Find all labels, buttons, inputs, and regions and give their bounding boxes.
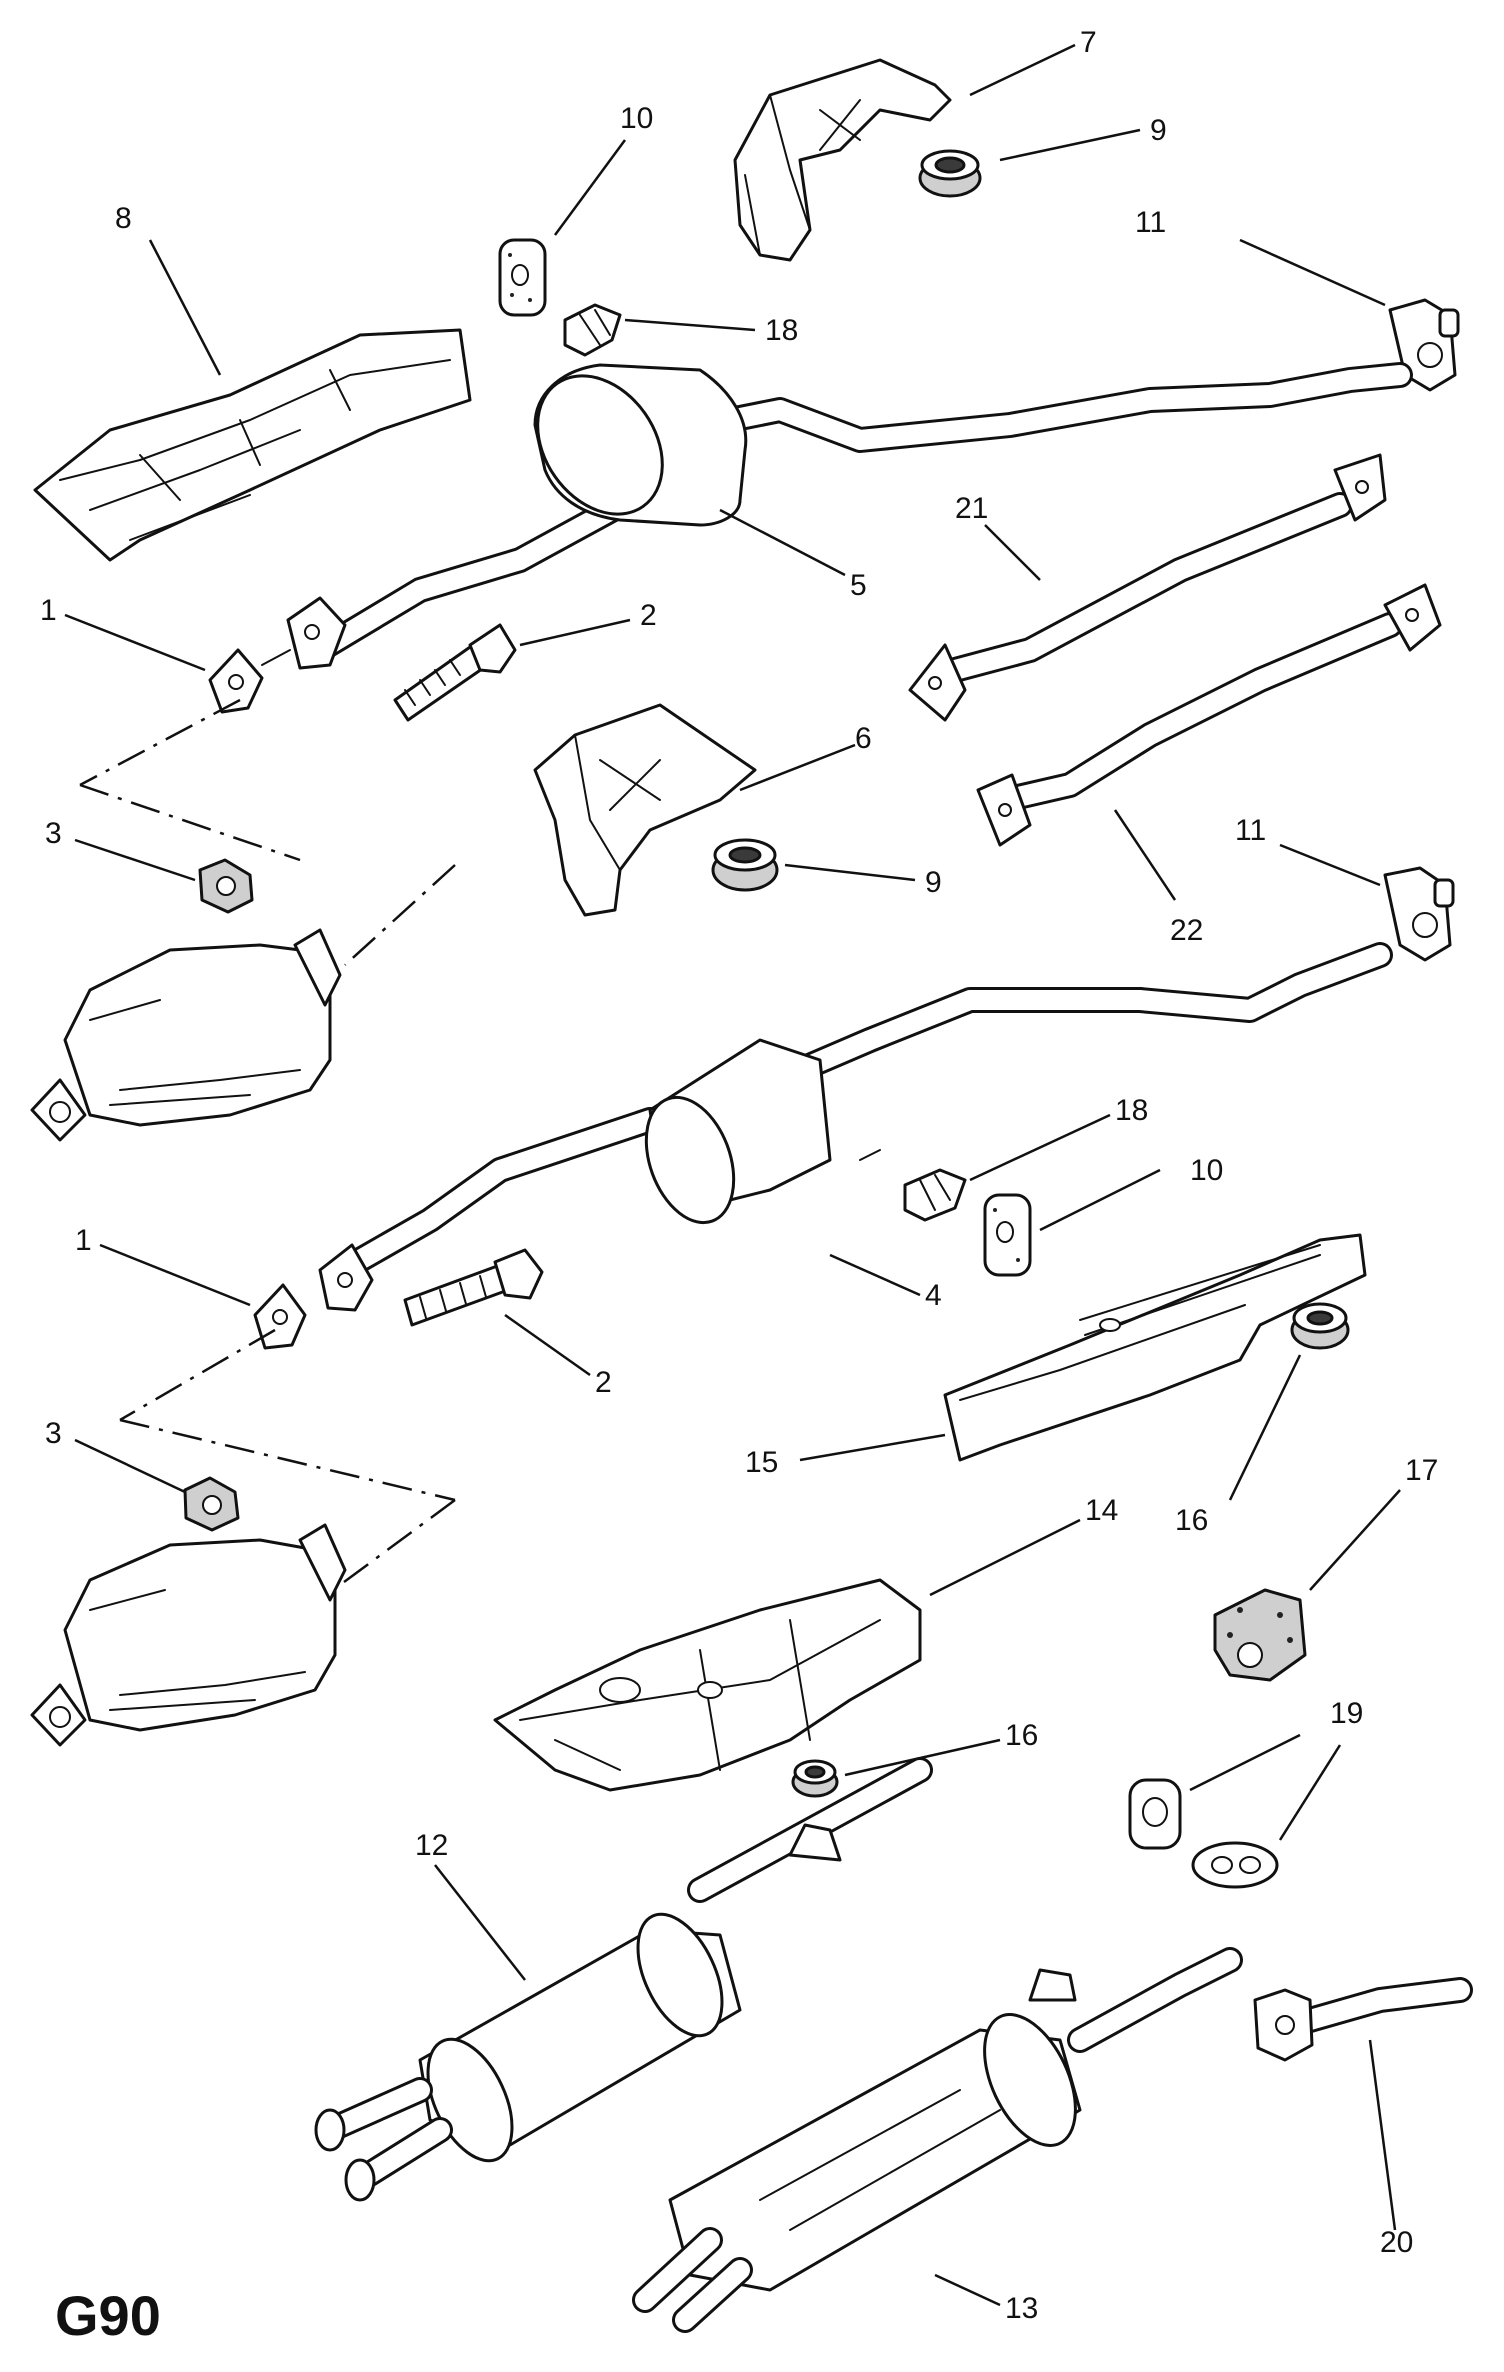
callout-22: 22 <box>1170 914 1203 947</box>
callout-19: 19 <box>1330 1697 1363 1730</box>
clamp-clip-part-18-upper <box>563 303 622 357</box>
callout-4: 4 <box>925 1279 942 1312</box>
callout-5: 5 <box>850 569 867 602</box>
intermediate-pipe-part-22 <box>976 583 1442 847</box>
callout-8: 8 <box>115 202 132 235</box>
callout-18: 18 <box>765 314 798 347</box>
nut-part-3-upper <box>198 858 254 914</box>
catalytic-converter-upper <box>30 928 342 1142</box>
flange-part-4-front <box>318 1243 374 1312</box>
tail-pipe-part-20 <box>1253 1977 1473 2062</box>
flange-gasket-part-1-lower <box>253 1283 307 1350</box>
heat-shield-part-15 <box>943 1233 1367 1462</box>
callout-16: 16 <box>1175 1504 1208 1537</box>
rear-silencer-part-13 <box>632 1947 1243 2333</box>
callout-9: 9 <box>1150 114 1167 147</box>
callout-15: 15 <box>745 1446 778 1479</box>
callout-11: 11 <box>1135 206 1166 239</box>
assembly-lines <box>79 698 456 1587</box>
grommet-part-9-upper <box>918 149 982 198</box>
rubber-hanger-part-10-lower <box>983 1193 1032 1277</box>
callout-18: 18 <box>1115 1094 1148 1127</box>
rear-silencer-part-12 <box>314 1757 933 2202</box>
catalytic-converter-lower <box>30 1523 347 1747</box>
bracket-part-6 <box>533 703 757 917</box>
diagram-code: G90 <box>55 2284 161 2347</box>
intermediate-pipe-part-21 <box>908 453 1387 722</box>
callout-labels: 7 10 9 8 11 18 21 5 1 2 6 3 9 11 22 18 1… <box>40 26 1438 2325</box>
rubber-mount-part-17 <box>1213 1588 1307 1682</box>
flange-gasket-part-1-upper <box>208 648 291 714</box>
callout-1: 1 <box>40 594 57 627</box>
callout-17: 17 <box>1405 1454 1438 1487</box>
callout-2: 2 <box>595 1366 612 1399</box>
callout-10: 10 <box>620 102 653 135</box>
callout-21: 21 <box>955 492 988 525</box>
callout-10: 10 <box>1190 1154 1223 1187</box>
clamp-clip-part-18-lower <box>903 1168 967 1222</box>
leader-lines <box>64 43 1401 2307</box>
nut-part-3-lower <box>183 1476 240 1532</box>
callout-13: 13 <box>1005 2292 1038 2325</box>
callout-14: 14 <box>1085 1494 1118 1527</box>
grommet-part-16-upper <box>1290 1302 1350 1350</box>
callout-9: 9 <box>925 866 942 899</box>
rubber-rings-part-19 <box>1128 1778 1279 1889</box>
callout-3: 3 <box>45 1417 62 1450</box>
callout-1: 1 <box>75 1224 92 1257</box>
grommet-part-9-lower <box>711 838 779 892</box>
callout-2: 2 <box>640 599 657 632</box>
callout-6: 6 <box>855 722 872 755</box>
bolt-part-2-lower <box>403 1248 544 1327</box>
heat-shield-part-14 <box>493 1578 922 1792</box>
callout-11: 11 <box>1235 814 1266 847</box>
callout-16: 16 <box>1005 1719 1038 1752</box>
bolt-part-2-upper <box>393 623 517 722</box>
heat-shield-part-8 <box>33 328 472 562</box>
callout-3: 3 <box>45 817 62 850</box>
callout-20: 20 <box>1380 2226 1413 2259</box>
callout-12: 12 <box>415 1829 448 1862</box>
grommet-part-16-lower <box>791 1759 839 1798</box>
front-pipe-assembly-part-5 <box>286 362 1413 670</box>
rubber-hanger-part-10-upper <box>498 238 547 317</box>
pipe-clamp-part-11-lower <box>1383 866 1455 962</box>
callout-7: 7 <box>1080 26 1097 59</box>
flange-part-5-front <box>286 596 347 670</box>
bracket-part-7 <box>733 58 952 262</box>
front-pipe-assembly-part-4 <box>318 942 1393 1312</box>
